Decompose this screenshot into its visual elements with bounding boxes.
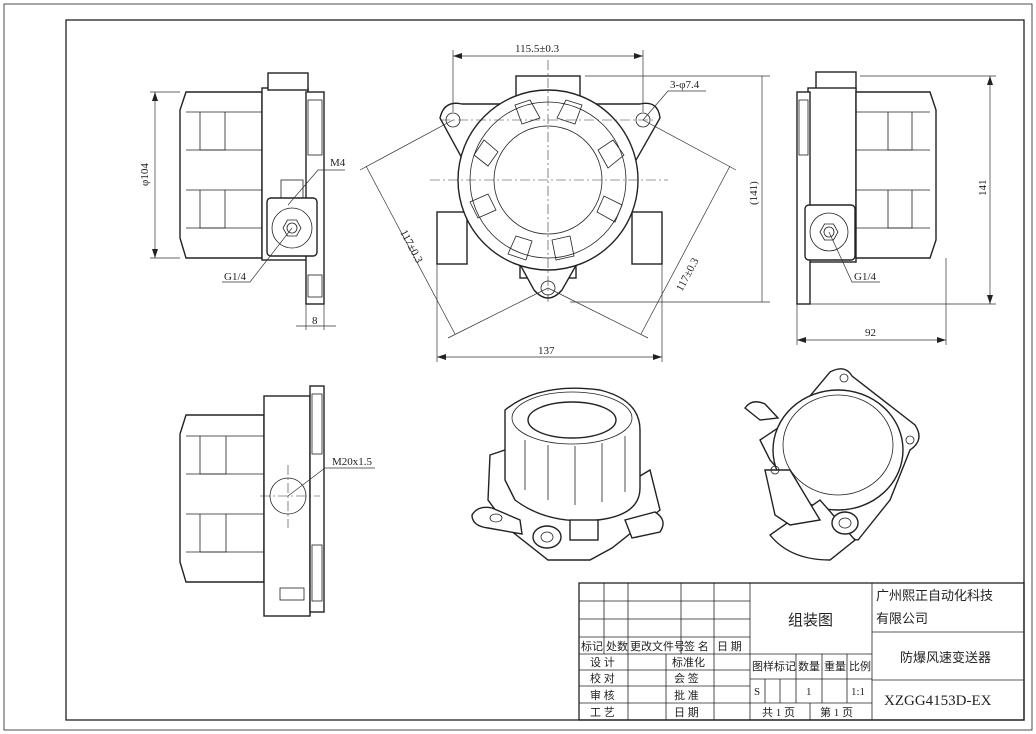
rev-header-count: 处数 <box>606 640 628 653</box>
dim-115: 115.5±0.3 <box>515 43 560 55</box>
title-block <box>578 582 1025 721</box>
quantity-value: 1 <box>806 686 812 698</box>
sign-check: 校 对 <box>590 671 615 685</box>
mark-header-sample: 图样标记 <box>752 659 796 673</box>
dim-m20: M20x1.5 <box>332 456 373 468</box>
drawing-type: 组装图 <box>788 612 833 629</box>
drawing-number: XZGG4153D-EX <box>884 693 992 709</box>
sign-process: 工 艺 <box>590 706 615 719</box>
dim-137: 137 <box>538 345 555 357</box>
rev-header-docno: 更改文件号 <box>630 639 685 653</box>
sign-approve: 批 准 <box>674 688 699 702</box>
page-number: 第 1 页 <box>820 705 853 719</box>
mark-header-weight: 重量 <box>824 659 846 673</box>
dim-117-left: 117±0.3 <box>397 228 425 266</box>
company-name-line1: 广州熙正自动化科技 <box>876 588 993 603</box>
rev-header-date: 日 期 <box>717 640 742 653</box>
dim-92: 92 <box>865 327 876 339</box>
dim-g14-right: G1/4 <box>854 271 877 283</box>
dim-8: 8 <box>312 315 318 327</box>
front-view <box>359 50 770 362</box>
right-side-view <box>796 71 996 345</box>
rev-header-sign: 签 名 <box>684 639 709 653</box>
dim-m4: M4 <box>330 157 346 169</box>
sign-design: 设 计 <box>590 656 615 669</box>
bottom-side-view <box>179 385 375 617</box>
total-pages: 共 1 页 <box>762 706 795 719</box>
dim-141: 141 <box>977 180 989 197</box>
company-name-line2: 有限公司 <box>876 611 928 626</box>
sign-standard: 标准化 <box>672 655 705 669</box>
sign-cosign: 会 签 <box>674 671 699 685</box>
isometric-view-back <box>744 368 920 561</box>
mark-s: S <box>754 686 760 698</box>
isometric-view-top <box>471 387 664 561</box>
dim-phi104: φ104 <box>139 163 151 186</box>
dim-117-right: 117±0.3 <box>674 256 702 294</box>
sign-date: 日 期 <box>674 706 699 719</box>
scale-value: 1:1 <box>851 686 865 698</box>
sign-review: 审 核 <box>590 688 615 702</box>
dim-141-ref: (141) <box>748 181 760 205</box>
left-side-view <box>150 72 345 330</box>
outer-border <box>3 3 1033 731</box>
rev-header-mark: 标记 <box>581 639 603 653</box>
dim-holes: 3-φ7.4 <box>670 79 700 91</box>
mark-header-qty: 数量 <box>798 660 820 673</box>
dim-g14-left: G1/4 <box>224 271 247 283</box>
mark-header-scale: 比例 <box>849 659 871 673</box>
product-name: 防爆风速变送器 <box>900 650 991 665</box>
drawing-frame <box>65 19 1025 721</box>
